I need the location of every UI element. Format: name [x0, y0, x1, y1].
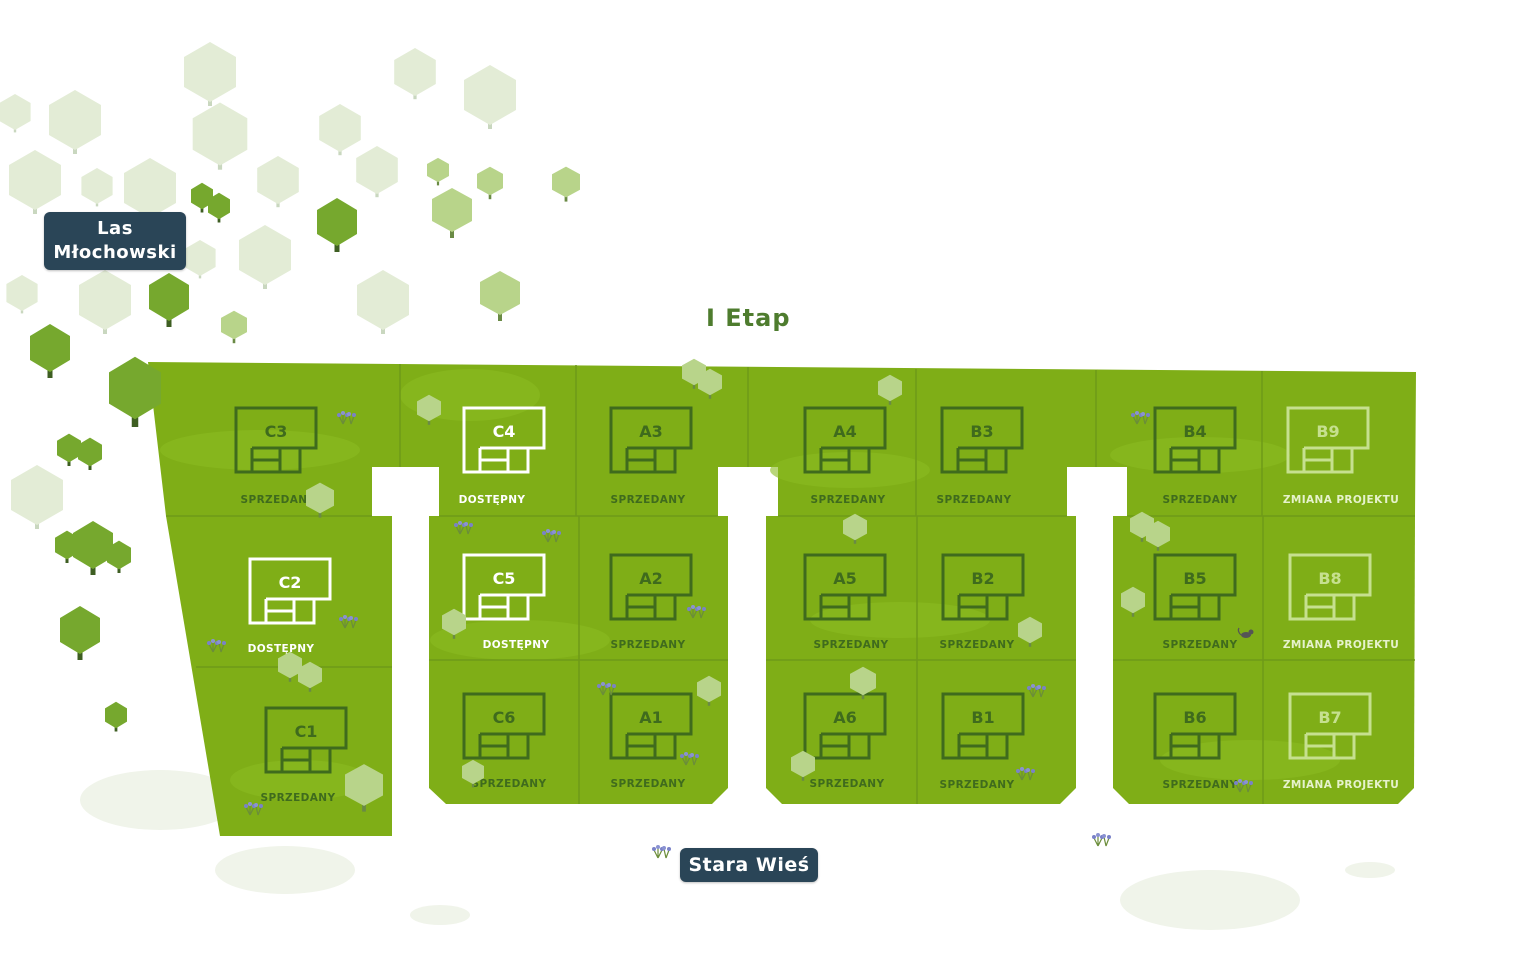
lot-status-badge: DOSTĘPNY: [248, 643, 315, 655]
house-outline-icon: [462, 692, 546, 760]
lot-status-badge: SPRZEDANY: [940, 639, 1015, 651]
lot-code: B2: [971, 569, 994, 588]
lot-code: B3: [970, 422, 993, 441]
lot-code: B1: [971, 708, 994, 727]
lot-code: A3: [639, 422, 663, 441]
lot-status-badge: SPRZEDANY: [241, 494, 316, 506]
lot-code: C5: [493, 569, 516, 588]
lot-code: B9: [1316, 422, 1339, 441]
lot-status-badge: SPRZEDANY: [937, 494, 1012, 506]
lot-status-badge: SPRZEDANY: [611, 639, 686, 651]
house-outline-icon: [248, 557, 332, 625]
house-outline-icon: [1286, 406, 1370, 474]
lot-status-badge: SPRZEDANY: [261, 792, 336, 804]
lot-code: A6: [833, 708, 857, 727]
lot-status-badge: ZMIANA PROJEKTU: [1283, 779, 1399, 791]
plot-block-c: [166, 516, 392, 836]
house-outline-icon: [609, 553, 693, 621]
lot-code: C6: [493, 708, 516, 727]
ground-mounds: [80, 770, 1395, 930]
forest-label-line-1: Las: [97, 218, 133, 239]
house-outline-icon: [609, 692, 693, 760]
lot-status-badge: SPRZEDANY: [811, 494, 886, 506]
lot-code: C3: [265, 422, 288, 441]
lot-code: A2: [639, 569, 663, 588]
house-outline-icon: [803, 406, 887, 474]
plots: [148, 362, 1416, 836]
lot-code: A4: [833, 422, 857, 441]
lot-layer: C3SPRZEDANYC4DOSTĘPNYA3SPRZEDANYA4SPRZED…: [234, 406, 1399, 804]
lot-code: B5: [1183, 569, 1206, 588]
lot-status-badge: SPRZEDANY: [1163, 779, 1238, 791]
house-outline-icon: [940, 406, 1024, 474]
lot-code: B6: [1183, 708, 1206, 727]
lot-code: A1: [639, 708, 663, 727]
forest-location-label: Las Młochowski: [44, 212, 186, 270]
lot-status-badge: SPRZEDANY: [611, 494, 686, 506]
lot-status-badge: ZMIANA PROJEKTU: [1283, 494, 1399, 506]
lot-code: C4: [493, 422, 516, 441]
house-outline-icon: [462, 406, 546, 474]
house-outline-icon: [1288, 692, 1372, 760]
lot-code: A5: [833, 569, 857, 588]
lot-status-badge: SPRZEDANY: [1163, 494, 1238, 506]
house-outline-icon: [264, 706, 348, 774]
stage-title: I Etap: [706, 304, 791, 332]
lot-status-badge: DOSTĘPNY: [459, 494, 526, 506]
house-outline-icon: [1288, 553, 1372, 621]
lot-status-badge: SPRZEDANY: [1163, 639, 1238, 651]
lot-status-badge: SPRZEDANY: [611, 778, 686, 790]
house-outline-icon: [1153, 692, 1237, 760]
lot-code: C1: [295, 722, 318, 741]
lot-code: B7: [1318, 708, 1341, 727]
house-outline-icon: [462, 553, 546, 621]
lot-code: C2: [279, 573, 302, 592]
lot-code: B8: [1318, 569, 1341, 588]
lot-status-badge: SPRZEDANY: [940, 779, 1015, 791]
house-outline-icon: [1153, 553, 1237, 621]
forest-label-line-2: Młochowski: [53, 242, 177, 263]
house-outline-icon: [803, 692, 887, 760]
house-outline-icon: [941, 553, 1025, 621]
house-outline-icon: [1153, 406, 1237, 474]
lot-status-badge: DOSTĘPNY: [483, 639, 550, 651]
house-outline-icon: [609, 406, 693, 474]
lot-status-badge: SPRZEDANY: [472, 778, 547, 790]
lot-status-badge: ZMIANA PROJEKTU: [1283, 639, 1399, 651]
lot-code: B4: [1183, 422, 1206, 441]
house-outline-icon: [941, 692, 1025, 760]
lot-status-badge: SPRZEDANY: [814, 639, 889, 651]
cat-icon: [1237, 627, 1254, 638]
village-location-label: Stara Wieś: [680, 848, 818, 882]
house-outline-icon: [803, 553, 887, 621]
house-outline-icon: [234, 406, 318, 474]
lot-status-badge: SPRZEDANY: [810, 778, 885, 790]
